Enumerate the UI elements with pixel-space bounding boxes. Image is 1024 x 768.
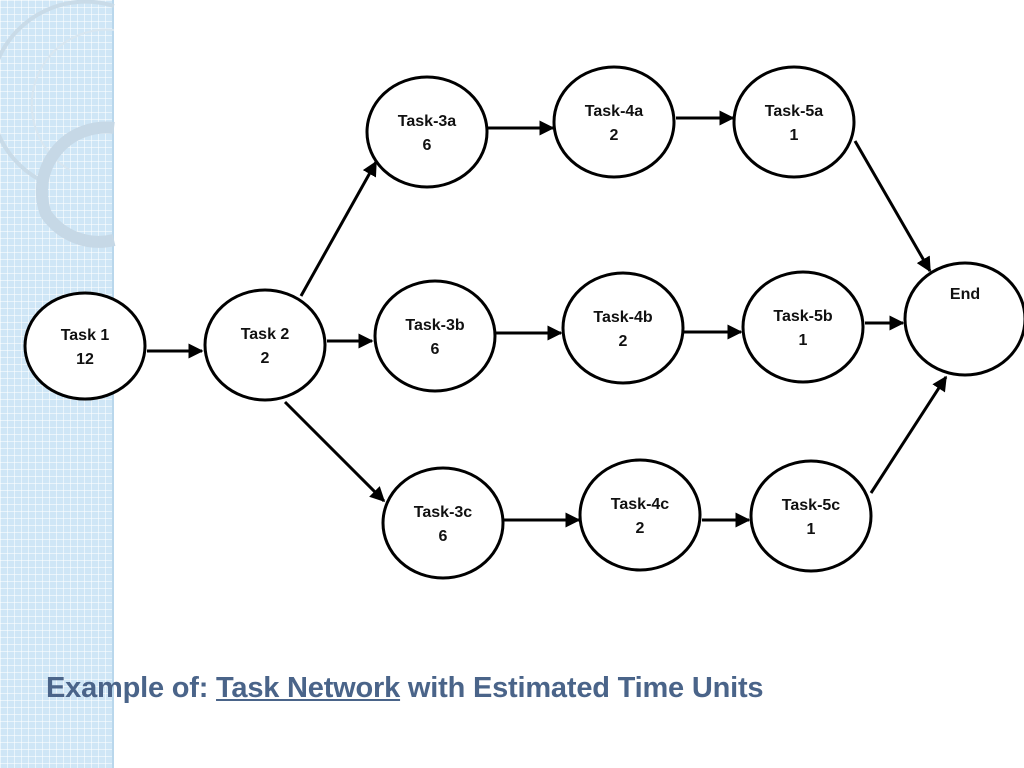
node-circle-task2 [203, 288, 327, 402]
decorative-ring-inner [30, 28, 115, 171]
node-circle-task1 [23, 291, 147, 401]
node-task4c: Task-4c 2 [578, 458, 702, 572]
node-label-task4b: Task-4b [593, 309, 653, 326]
node-circle-task3c [381, 466, 505, 580]
node-label-task5c: Task-5c [782, 497, 841, 514]
node-label-task4a: Task-4a [585, 103, 644, 120]
edges-layer [147, 110, 948, 528]
decorative-ring-outer [0, 0, 115, 182]
node-task3c: Task-3c 6 [381, 466, 505, 580]
node-circle-task3a [365, 75, 489, 189]
edge-task5c-end [869, 375, 948, 494]
title-suffix: with Estimated Time Units [407, 672, 764, 704]
node-circle-end [903, 261, 1024, 377]
node-label-end: End [950, 286, 980, 303]
node-label-task3b: Task-3b [405, 317, 465, 334]
node-task4a: Task-4a 2 [552, 65, 676, 179]
node-value-task2: 2 [261, 350, 270, 367]
node-value-task4b: 2 [619, 333, 628, 350]
node-label-task2: Task 2 [241, 326, 290, 343]
node-label-task4c: Task-4c [611, 496, 670, 513]
node-circle-task5b [741, 270, 865, 384]
slide-title: Example of: Task Network with Estimated … [46, 672, 764, 705]
node-task5a: Task-5a 1 [732, 65, 856, 179]
node-value-task4c: 2 [636, 520, 645, 537]
node-circle-task4b [561, 271, 685, 385]
node-circle-task3b [373, 279, 497, 393]
node-task4b: Task-4b 2 [561, 271, 685, 385]
node-task1: Task 1 12 [23, 291, 147, 401]
node-value-task5c: 1 [807, 521, 816, 538]
title-prefix: Example of: [46, 672, 209, 704]
node-value-task3b: 6 [431, 341, 440, 358]
title-link-task-network[interactable]: Task Network [216, 672, 401, 704]
node-value-task5a: 1 [790, 127, 799, 144]
edge-task2-task3a [299, 160, 378, 297]
node-label-task5b: Task-5b [773, 308, 833, 325]
node-circle-task4a [552, 65, 676, 179]
edge-task2-task3c [283, 400, 386, 503]
node-task3a: Task-3a 6 [365, 75, 489, 189]
node-circle-task5c [749, 459, 873, 573]
node-task2: Task 2 2 [203, 288, 327, 402]
node-value-task3c: 6 [439, 528, 448, 545]
node-label-task3a: Task-3a [398, 113, 457, 130]
decorative-rings [0, 0, 116, 248]
node-label-task3c: Task-3c [414, 504, 473, 521]
node-circle-task5a [732, 65, 856, 179]
node-value-task3a: 6 [423, 137, 432, 154]
node-task5c: Task-5c 1 [749, 459, 873, 573]
node-task5b: Task-5b 1 [741, 270, 865, 384]
node-value-task4a: 2 [610, 127, 619, 144]
node-label-task1: Task 1 [61, 327, 110, 344]
node-value-task5b: 1 [799, 332, 808, 349]
node-circle-task4c [578, 458, 702, 572]
node-value-task1: 12 [76, 351, 94, 368]
node-end: End [903, 261, 1024, 377]
decorative-ring-lower [35, 121, 116, 248]
node-label-task5a: Task-5a [765, 103, 824, 120]
edge-task5a-end [853, 140, 932, 273]
node-task3b: Task-3b 6 [373, 279, 497, 393]
